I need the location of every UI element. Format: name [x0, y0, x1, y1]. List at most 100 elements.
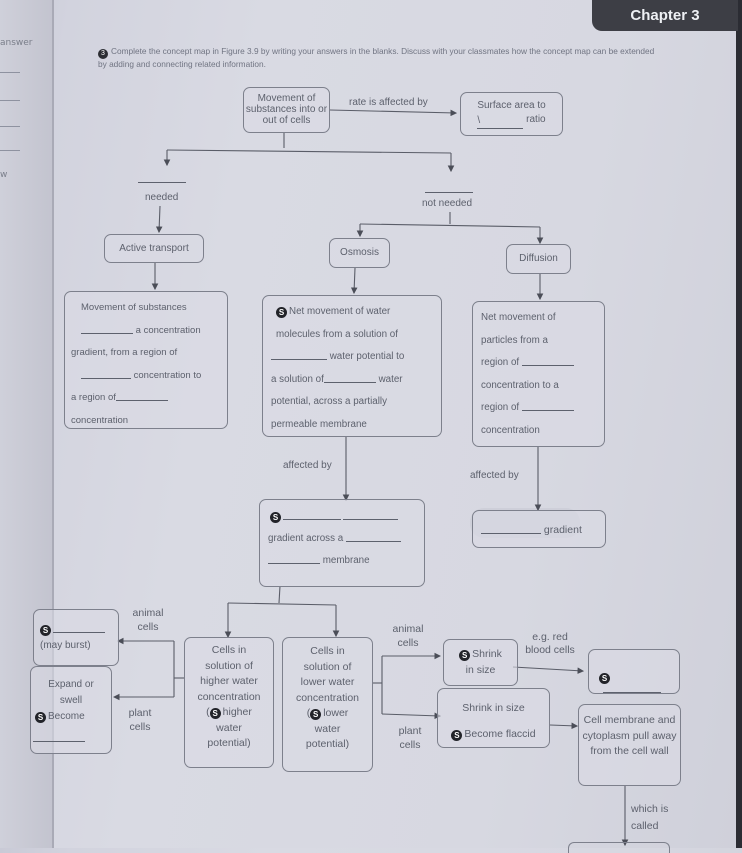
blank-high[interactable]: [115, 400, 168, 401]
def-line: Net movement of: [481, 312, 556, 323]
concept-osmosis: Osmosis: [329, 238, 390, 268]
def-line: Expand or: [48, 679, 94, 690]
energy-blank-left[interactable]: [138, 182, 186, 183]
def-line: concentration: [295, 691, 360, 704]
blank-burst[interactable]: [53, 632, 105, 633]
animal-high-result-box: S (may burst): [33, 609, 119, 666]
instruction-body: Complete the concept map in Figure 3.9 b…: [98, 46, 655, 69]
blank-lower-wp[interactable]: [323, 381, 376, 383]
blank-potential[interactable]: [343, 519, 398, 520]
def-line: Become flaccid: [464, 728, 536, 740]
diffusion-definition: Net movement of particles from a region …: [472, 301, 605, 447]
def-line: concentration: [71, 414, 129, 426]
label-which-is-called: which is called: [631, 803, 669, 832]
def-line: a solution of: [271, 373, 324, 385]
blank-water[interactable]: [283, 519, 341, 520]
def-line: permeable membrane: [271, 418, 367, 430]
plasmolysis-text: Cell membrane and cytoplasm pull away fr…: [582, 714, 677, 757]
osmosis-factor-box: S gradient across a membrane: [259, 499, 425, 587]
concept-diffusion: Diffusion: [506, 244, 571, 274]
margin-line: [0, 100, 20, 101]
s-badge-icon: S: [270, 512, 281, 523]
def-line: (: [206, 706, 210, 718]
blank-high-conc[interactable]: [521, 365, 574, 366]
concept-active-transport: Active transport: [104, 234, 204, 263]
higher-water-solution-box: Cells in solution of higher water concen…: [184, 637, 274, 768]
def-line: particles from a: [481, 334, 548, 346]
def-line: concentration to a: [481, 379, 559, 391]
margin-line: [0, 72, 20, 73]
label-animal-cells-left: animal cells: [132, 607, 164, 633]
def-line: Movement of substances: [81, 302, 187, 313]
def-line: water: [314, 722, 341, 735]
s-badge-icon: S: [451, 730, 463, 741]
def-line: higher: [222, 706, 252, 718]
blank-turgid[interactable]: [33, 741, 85, 742]
label-affected-by-osmosis: affected by: [283, 460, 332, 471]
def-line: Cells in: [211, 644, 247, 656]
def-line: gradient across a: [268, 533, 344, 544]
surface-area-blank[interactable]: \: [477, 114, 524, 129]
def-line: region of: [481, 402, 520, 413]
blank-low[interactable]: [81, 377, 131, 379]
chapter-tab: Chapter 3: [592, 0, 738, 31]
energy-blank-right[interactable]: [425, 192, 473, 193]
def-line: Net movement of water: [289, 306, 391, 317]
margin-line: [0, 126, 20, 127]
margin-letter: w: [0, 170, 8, 180]
osmosis-text: Osmosis: [340, 247, 379, 258]
blank-low-conc[interactable]: [521, 410, 574, 411]
def-line: concentration: [481, 424, 540, 436]
s-badge-icon: S: [209, 708, 221, 719]
blank-crenated[interactable]: [603, 692, 661, 693]
def-line: concentration: [197, 690, 261, 703]
concept-root: Movement of substances into or out of ce…: [243, 87, 330, 133]
def-line: gradient, from a region of: [71, 347, 178, 358]
def-line: higher water: [200, 675, 258, 687]
rbc-result-box: S: [588, 649, 680, 694]
margin-word: answer: [0, 38, 33, 48]
def-line: Cells in: [310, 645, 345, 657]
handwritten-mark: \: [477, 115, 481, 126]
blank-permeable[interactable]: [268, 563, 320, 564]
blank-against[interactable]: [81, 332, 133, 334]
diffusion-text: Diffusion: [519, 253, 558, 264]
label-not-needed: not needed: [422, 198, 473, 209]
plasmolysis-description-box: Cell membrane and cytoplasm pull away fr…: [578, 704, 681, 786]
label-plant-cells-left: plant cells: [128, 707, 152, 733]
left-page-edge: answer w: [0, 0, 54, 848]
question-number-badge: 3: [98, 49, 108, 59]
def-line: potential): [207, 737, 251, 749]
def-line: region of: [481, 357, 520, 368]
ratio-text: ratio: [526, 114, 546, 125]
margin-line: [0, 150, 20, 151]
def-line: water potential to: [329, 351, 405, 362]
root-text: Movement of substances into or out of ce…: [245, 93, 328, 126]
def-line: solution of: [205, 659, 253, 672]
gradient-text: gradient: [543, 524, 582, 536]
diffusion-factor-box: gradient: [472, 510, 606, 548]
active-transport-text: Active transport: [119, 243, 189, 254]
link-rate: [329, 109, 458, 117]
label-needed: needed: [145, 192, 179, 203]
def-line: solution of: [303, 660, 352, 673]
s-badge-icon: S: [40, 625, 51, 636]
s-badge-icon: S: [310, 709, 322, 720]
blank-higher-wp[interactable]: [271, 359, 327, 360]
def-line: potential): [305, 738, 350, 750]
label-plant-cells-right: plant cells: [398, 725, 422, 751]
page-edge-shadow: [736, 0, 742, 848]
def-line: lower water: [300, 676, 355, 688]
def-line: lower: [323, 707, 349, 719]
blank-partially[interactable]: [345, 541, 401, 542]
def-line: water: [216, 721, 242, 734]
may-burst-text: (may burst): [40, 640, 91, 651]
s-badge-icon: S: [35, 712, 46, 723]
label-affected-by-diffusion: affected by: [470, 470, 519, 481]
blank-concentration[interactable]: [481, 533, 541, 534]
